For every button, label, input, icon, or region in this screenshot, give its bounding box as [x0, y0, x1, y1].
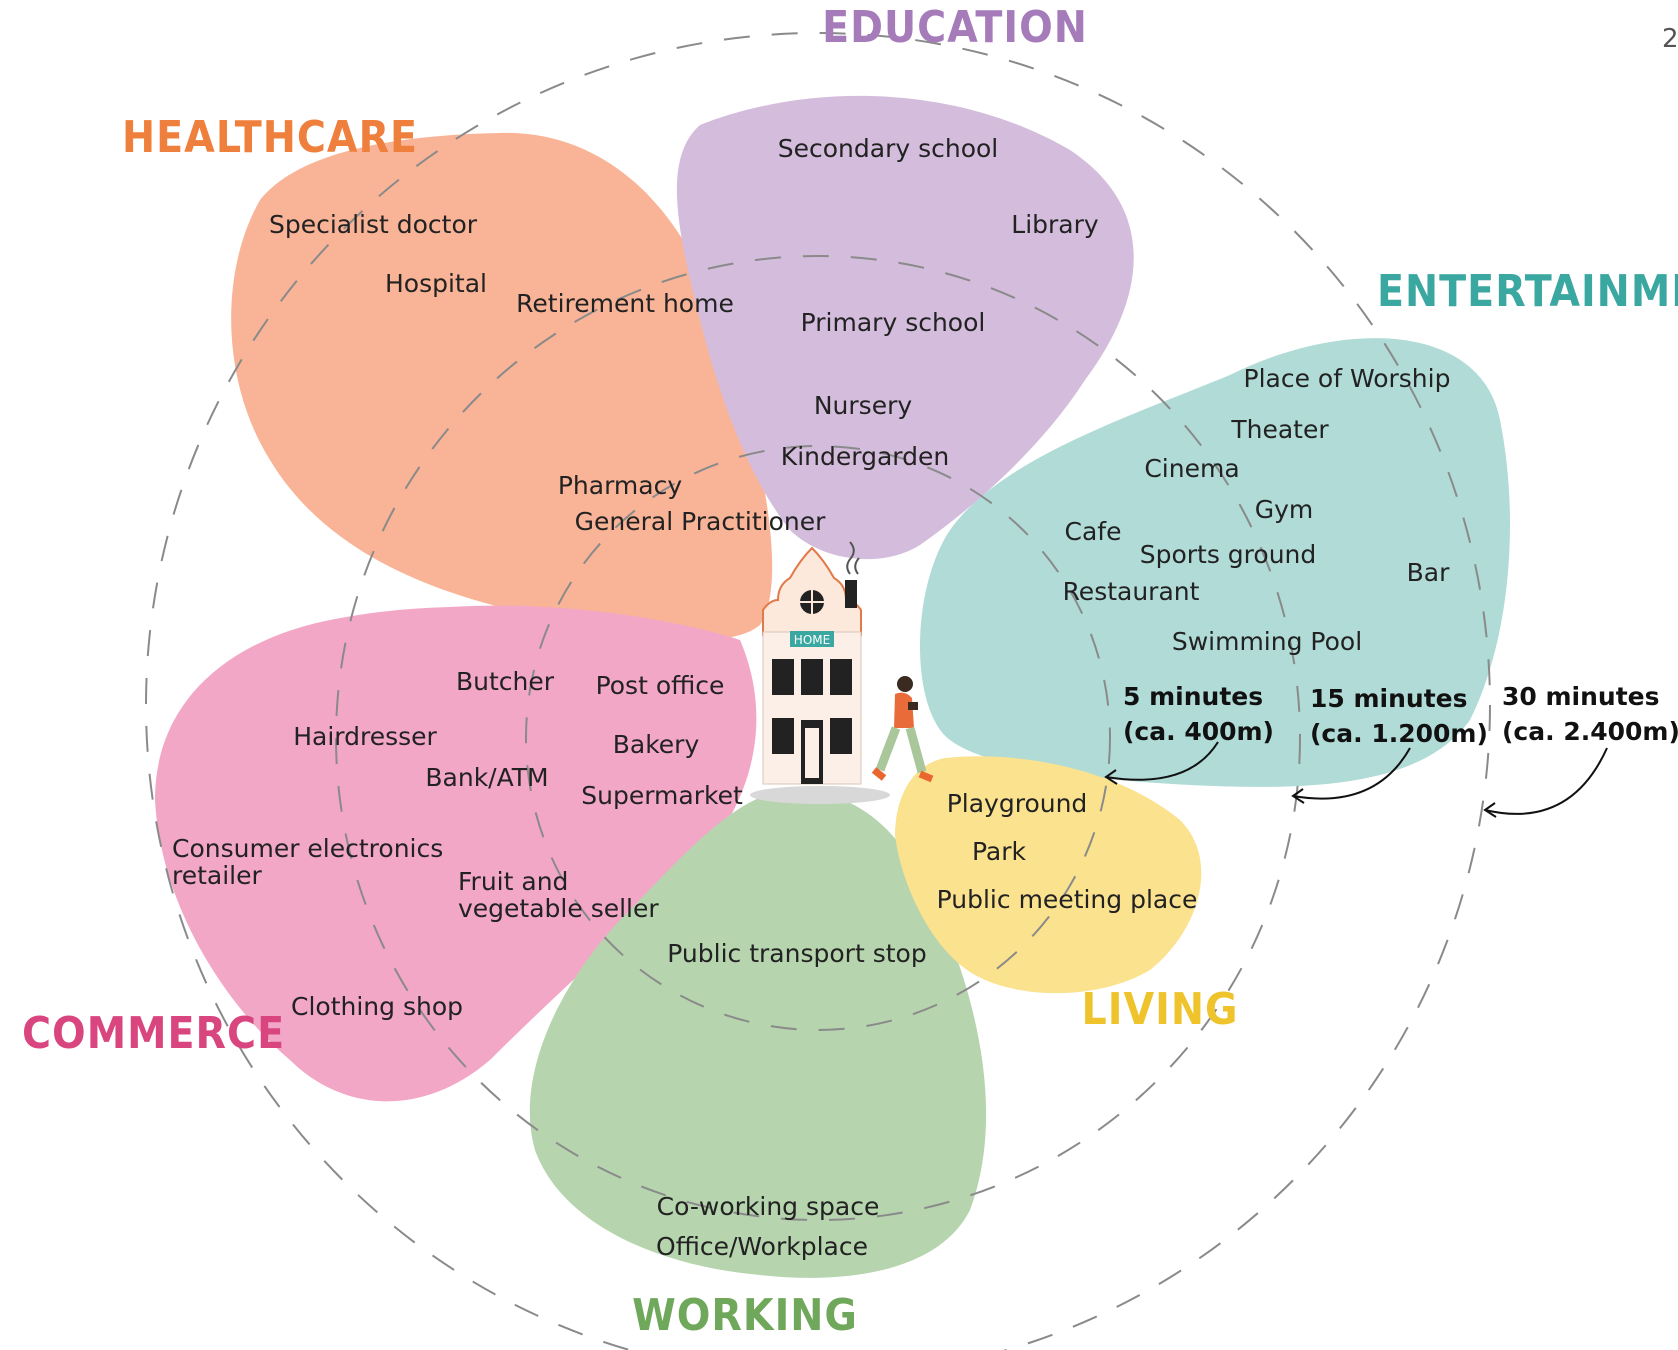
arrow-15-minutes-head [1291, 788, 1305, 804]
ring-label-5-min-time: 5 minutes [1123, 682, 1263, 711]
petal-commerce [155, 605, 757, 1102]
arrow-5-minutes [1105, 741, 1219, 781]
item-clothing-shop: Clothing shop [291, 992, 463, 1021]
item-bakery: Bakery [613, 730, 700, 759]
item-consumer-electronics: Consumer electronics [172, 834, 443, 863]
category-working: WORKING [632, 1290, 858, 1341]
item-co-working-space: Co-working space [657, 1192, 880, 1221]
ring-15-minutes [335, 255, 1301, 1221]
ring-label-30-min-distance: (ca. 2.400m) [1502, 717, 1678, 746]
item-restaurant: Restaurant [1063, 577, 1200, 606]
item-specialist-doctor: Specialist doctor [269, 210, 478, 239]
item-nursery: Nursery [814, 391, 913, 420]
chimney-smoke [846, 541, 860, 575]
windows-upper [772, 659, 852, 695]
item-pharmacy: Pharmacy [558, 471, 682, 500]
item-secondary-school: Secondary school [778, 134, 999, 163]
category-entertainment: ENTERTAINMENT [1377, 266, 1678, 317]
walking-person [871, 676, 934, 783]
arrow-30-minutes-head [1483, 802, 1497, 818]
item-primary-school: Primary school [801, 308, 986, 337]
item-cafe: Cafe [1065, 517, 1122, 546]
item-hairdresser: Hairdresser [293, 722, 437, 751]
windows-lower [772, 718, 852, 754]
item-library: Library [1011, 210, 1099, 239]
ring-30-minutes [145, 32, 1491, 1350]
item-bar: Bar [1407, 558, 1450, 587]
ring-label-30-min-time: 30 minutes [1502, 682, 1660, 711]
item-park: Park [972, 837, 1027, 866]
item-public-transport-stop: Public transport stop [667, 939, 926, 968]
ring-label-15-min-time: 15 minutes [1310, 684, 1468, 713]
home-illustration: HOME [750, 541, 934, 804]
item-post-office: Post office [596, 671, 725, 700]
item-vegetable-seller: vegetable seller [458, 894, 659, 923]
chimney [845, 580, 857, 608]
arrow-5-minutes-head [1104, 769, 1118, 785]
item-retailer: retailer [172, 861, 263, 890]
arrow-30-minutes [1484, 747, 1608, 815]
category-healthcare: HEALTHCARE [122, 112, 418, 163]
item-swimming-pool: Swimming Pool [1172, 627, 1362, 656]
item-public-meeting-place: Public meeting place [937, 885, 1198, 914]
petal-living [895, 756, 1202, 994]
item-gym: Gym [1255, 495, 1314, 524]
item-fruit-and: Fruit and [458, 867, 568, 896]
category-living: LIVING [1082, 984, 1239, 1035]
item-supermarket: Supermarket [581, 781, 743, 810]
item-hospital: Hospital [385, 269, 487, 298]
ring-5-minutes [525, 445, 1111, 1031]
item-butcher: Butcher [456, 667, 555, 696]
petal-education [676, 95, 1134, 560]
item-playground: Playground [947, 789, 1088, 818]
category-education: EDUCATION [822, 2, 1088, 53]
item-general-practitioner: General Practitioner [575, 507, 826, 536]
petal-working [529, 789, 987, 1278]
item-sports-ground: Sports ground [1140, 540, 1317, 569]
petal-healthcare [231, 132, 773, 640]
item-place-of-worship: Place of Worship [1244, 364, 1451, 393]
petal-entertainment [920, 338, 1510, 787]
ring-label-15-min-distance: (ca. 1.200m) [1310, 719, 1488, 748]
house-sign: HOME [794, 633, 830, 647]
ground-shadow [750, 786, 890, 804]
item-retirement-home: Retirement home [516, 289, 734, 318]
item-theater: Theater [1230, 415, 1329, 444]
arrow-15-minutes [1292, 747, 1411, 800]
ring-label-5-min-distance: (ca. 400m) [1123, 717, 1274, 746]
house-sign-board [790, 631, 834, 647]
item-office-workplace: Office/Workplace [656, 1232, 868, 1261]
category-commerce: COMMERCE [22, 1008, 285, 1059]
item-cinema: Cinema [1144, 454, 1239, 483]
item-bank-atm: Bank/ATM [425, 763, 548, 792]
item-kindergarden: Kindergarden [781, 442, 949, 471]
page-number: 2 [1662, 24, 1678, 54]
